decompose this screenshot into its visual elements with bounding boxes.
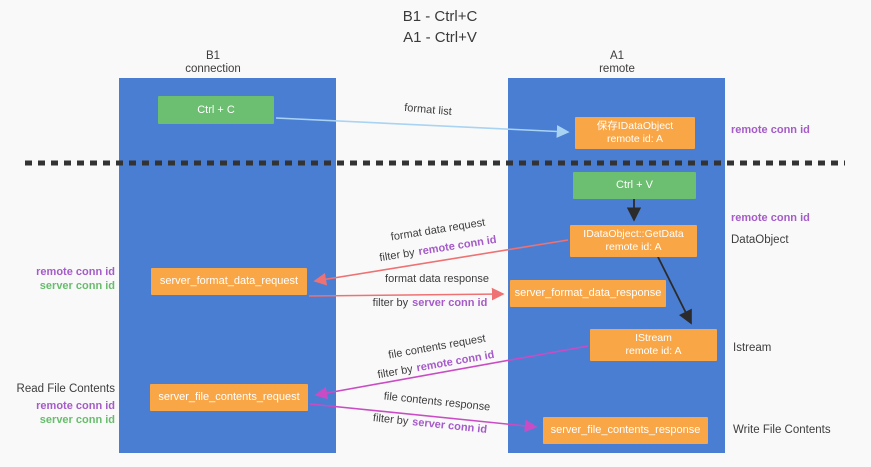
server-format-data-request-box: server_format_data_request	[151, 268, 307, 295]
getdata-line2: remote id: A	[605, 241, 662, 253]
label-server-conn-id-left-bottom: server conn id	[39, 414, 115, 426]
server-file-contents-request-label: server_file_contents_request	[158, 391, 300, 403]
filter-by-text: filter by	[378, 246, 416, 265]
annotation-format-data-response: format data response	[385, 273, 489, 285]
column-a1-role: remote	[599, 63, 635, 75]
istream-line2: remote id: A	[625, 345, 682, 357]
server-file-contents-response-box: server_file_contents_response	[543, 417, 708, 444]
ctrl-c-label: Ctrl + C	[197, 103, 235, 116]
server-file-contents-request-box: server_file_contents_request	[150, 384, 308, 411]
label-remote-conn-id-left-bottom: remote conn id	[36, 400, 115, 412]
label-remote-conn-id-left-top: remote conn id	[36, 266, 115, 278]
remote-conn-id-text: remote conn id	[417, 233, 498, 259]
column-b1-name: B1	[205, 50, 221, 62]
istream-box: IStream remote id: A	[590, 329, 717, 361]
server-format-data-response-label: server_format_data_response	[514, 287, 662, 299]
getdata-line1: IDataObject::GetData	[583, 228, 684, 240]
server-conn-id-text: server conn id	[411, 416, 488, 436]
column-header-a1: A1 remote	[557, 50, 677, 76]
label-read-file-contents: Read File Contents	[16, 383, 115, 395]
save-dataobject-box: 保存IDataObject remote id: A	[575, 117, 695, 149]
label-remote-conn-id-right-top: remote conn id	[731, 124, 810, 136]
label-server-conn-id-left-top: server conn id	[39, 280, 115, 292]
label-remote-conn-id-right-mid: remote conn id	[731, 212, 810, 224]
column-header-b1: B1 connection	[153, 50, 273, 76]
getdata-box: IDataObject::GetData remote id: A	[570, 225, 697, 257]
arrow-format-data-response	[308, 287, 505, 301]
annotation-format-list: format list	[403, 101, 453, 119]
diagram-title: B1 - Ctrl+C A1 - Ctrl+V	[340, 6, 540, 48]
filter-by-text: filter by	[376, 363, 414, 382]
save-dataobject-line1: 保存IDataObject	[596, 120, 674, 132]
column-a1-name: A1	[609, 50, 625, 62]
label-istream: Istream	[733, 342, 772, 354]
title-line-1: B1 - Ctrl+C	[402, 8, 478, 25]
filter-by-text: filter by	[372, 297, 409, 309]
server-format-data-response-box: server_format_data_response	[510, 280, 666, 307]
annotation-file-contents-response: file contents response	[383, 390, 491, 414]
filter-by-text: filter by	[372, 412, 409, 428]
server-file-contents-response-label: server_file_contents_response	[550, 424, 701, 436]
ctrl-c-box: Ctrl + C	[158, 96, 274, 124]
ctrl-v-box: Ctrl + V	[573, 172, 696, 199]
server-format-data-request-label: server_format_data_request	[159, 275, 299, 287]
ctrl-v-label: Ctrl + V	[616, 179, 653, 191]
istream-line1: IStream	[635, 332, 672, 344]
title-line-2: A1 - Ctrl+V	[403, 29, 477, 46]
server-conn-id-text: server conn id	[412, 297, 488, 309]
save-dataobject-line2: remote id: A	[606, 133, 664, 145]
label-write-file-contents: Write File Contents	[733, 424, 831, 436]
column-b1-role: connection	[185, 63, 241, 75]
label-dataobject: DataObject	[731, 234, 789, 246]
